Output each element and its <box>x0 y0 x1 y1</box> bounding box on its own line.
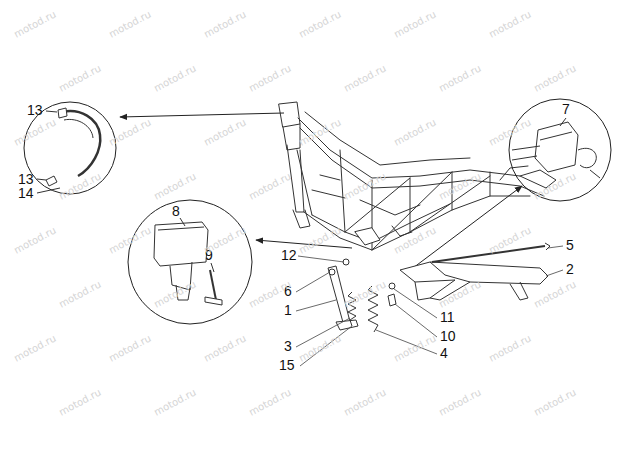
watermark: motod.ru <box>532 170 578 201</box>
watermark: motod.ru <box>342 386 388 417</box>
callout-number: 14 <box>18 186 34 201</box>
watermark: motod.ru <box>202 116 248 147</box>
watermark: motod.ru <box>342 278 388 309</box>
watermark: motod.ru <box>57 62 103 93</box>
watermark: motod.ru <box>247 62 293 93</box>
watermark: motod.ru <box>532 62 578 93</box>
watermark: motod.ru <box>12 332 58 363</box>
watermark: motod.ru <box>57 386 103 417</box>
watermark: motod.ru <box>202 224 248 255</box>
watermark: motod.ru <box>247 386 293 417</box>
watermark: motod.ru <box>247 170 293 201</box>
watermark: motod.ru <box>437 62 483 93</box>
watermark: motod.ru <box>107 332 153 363</box>
watermark: motod.ru <box>152 386 198 417</box>
watermark: motod.ru <box>202 8 248 39</box>
circle-outline <box>127 199 253 325</box>
watermark: motod.ru <box>392 116 438 147</box>
watermark: motod.ru <box>57 278 103 309</box>
watermark: motod.ru <box>297 332 343 363</box>
watermark: motod.ru <box>297 224 343 255</box>
callout-number: 15 <box>279 358 295 373</box>
watermark: motod.ru <box>12 116 58 147</box>
callout-number: 1 <box>284 303 292 318</box>
watermark: motod.ru <box>152 170 198 201</box>
watermark: motod.ru <box>12 224 58 255</box>
callout-number: 3 <box>284 339 292 354</box>
detail-circle: 131314 <box>23 101 117 195</box>
watermark: motod.ru <box>487 8 533 39</box>
watermark: motod.ru <box>297 8 343 39</box>
watermark: motod.ru <box>342 170 388 201</box>
callout-number: 11 <box>440 310 455 325</box>
watermark: motod.ru <box>107 8 153 39</box>
callout-number: 2 <box>566 262 574 277</box>
callout-number: 8 <box>172 204 180 219</box>
callout-number: 12 <box>281 248 297 263</box>
callout-number: 7 <box>562 102 570 117</box>
callout-number: 5 <box>566 238 574 253</box>
callout-number: 4 <box>440 346 448 361</box>
callout-number: 10 <box>440 329 456 344</box>
watermark: motod.ru <box>392 332 438 363</box>
detail-circle: 89 <box>127 199 253 325</box>
watermark: motod.ru <box>12 8 58 39</box>
watermark: motod.ru <box>487 332 533 363</box>
watermark: motod.ru <box>152 278 198 309</box>
watermark: motod.ru <box>437 386 483 417</box>
stand-parts <box>328 243 550 332</box>
callout-number: 13 <box>27 103 43 118</box>
watermark: motod.ru <box>392 8 438 39</box>
watermark: motod.ru <box>152 62 198 93</box>
watermark: motod.ru <box>532 386 578 417</box>
watermark: motod.ru <box>342 62 388 93</box>
watermark: motod.ru <box>107 224 153 255</box>
detail-arrows <box>120 113 522 274</box>
callout-number: 13 <box>18 172 34 187</box>
frame-drawing <box>279 102 556 250</box>
watermark: motod.ru <box>107 116 153 147</box>
leader-lines <box>296 246 563 366</box>
watermark: motod.ru <box>202 332 248 363</box>
